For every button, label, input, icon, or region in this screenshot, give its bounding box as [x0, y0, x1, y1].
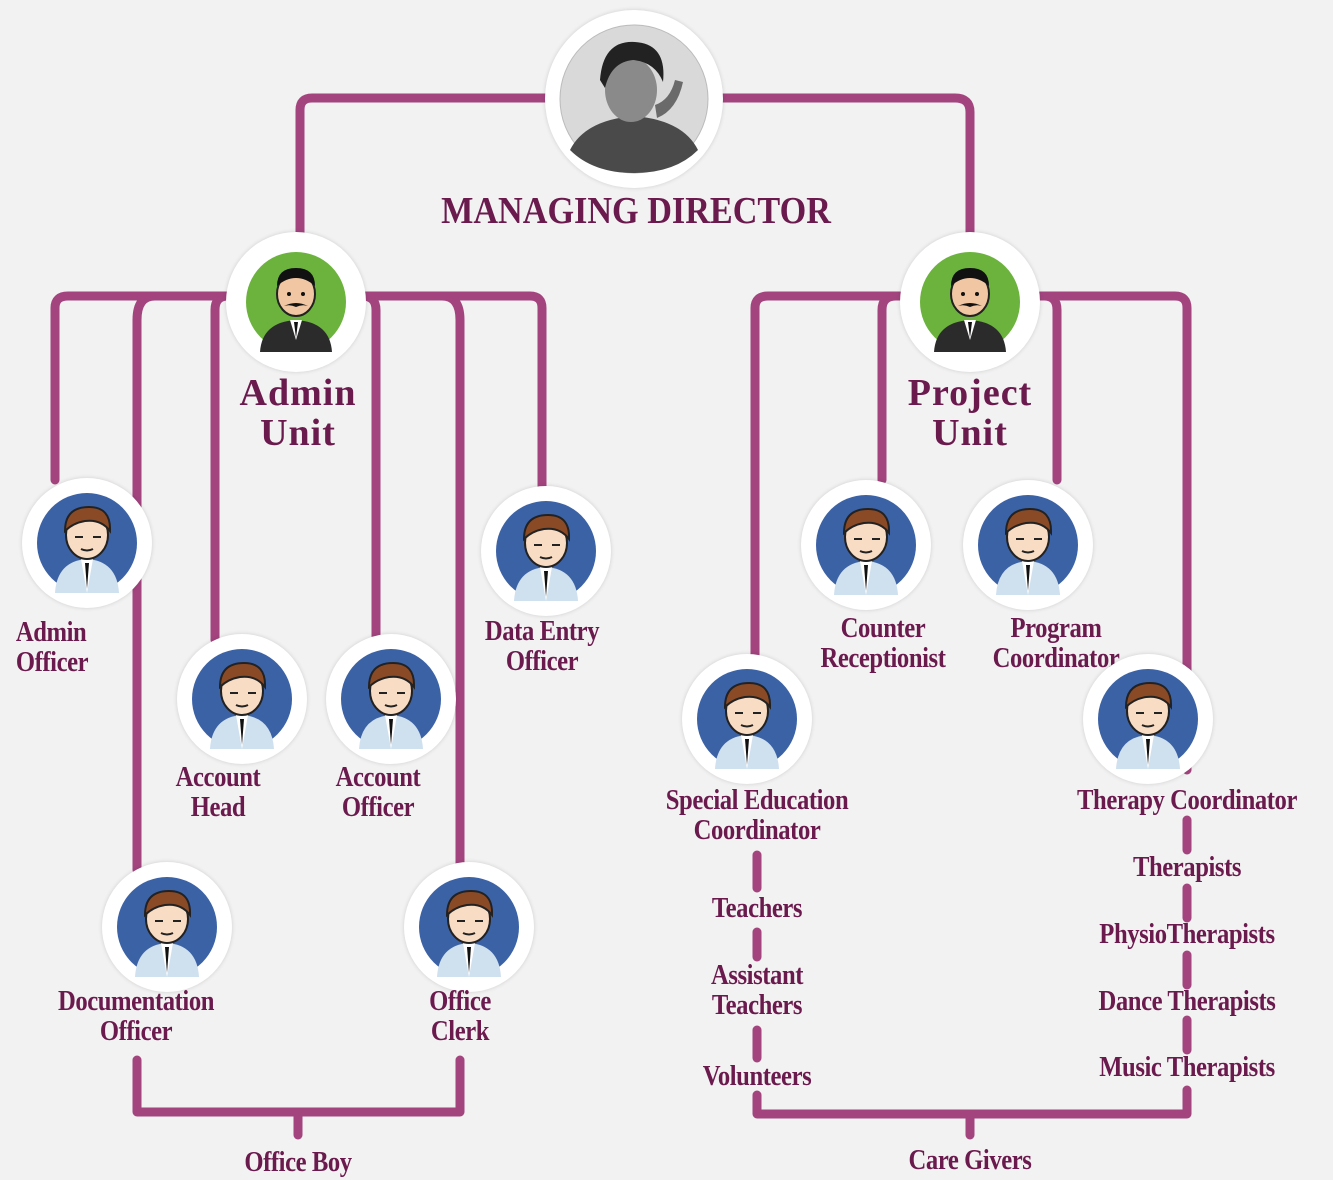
office-clerk-avatar [404, 862, 534, 992]
documentation-line [132, 291, 231, 875]
staff-icon [696, 668, 798, 770]
counter-line [877, 291, 901, 485]
account-head-line [210, 291, 233, 645]
staff-icon [191, 648, 293, 750]
special-ed-avatar [682, 654, 812, 784]
counter-receptionist-avatar [801, 480, 931, 610]
director-avatar [545, 10, 723, 188]
manager-icon [919, 251, 1021, 353]
program-line [1039, 291, 1062, 485]
office-boy-bracket [132, 1055, 465, 1117]
project-unit-avatar [900, 232, 1040, 372]
admin-unit-avatar [226, 232, 366, 372]
office-boy-label: Office Boy [244, 1146, 352, 1178]
therapy-line [1035, 291, 1192, 775]
staff-icon [815, 494, 917, 596]
admin-officer-avatar [22, 478, 152, 608]
staff-icon [418, 876, 520, 978]
therapists-label: Therapists [1132, 851, 1242, 883]
staff-icon [1097, 668, 1199, 770]
staff-icon [340, 648, 442, 750]
data-entry-line [361, 291, 547, 495]
therapy-coordinator-label: Therapy Coordinator [1077, 784, 1297, 816]
office-clerk-line [361, 291, 465, 875]
admin-officer-line [50, 291, 231, 485]
manager-icon [245, 251, 347, 353]
documentation-avatar [102, 862, 232, 992]
staff-icon [495, 500, 597, 602]
dance-therapists-label: Dance Therapists [1098, 985, 1276, 1017]
data-entry-avatar [481, 486, 611, 616]
director-admin-line [295, 93, 565, 245]
program-coordinator-avatar [963, 480, 1093, 610]
staff-icon [116, 876, 218, 978]
account-head-avatar [177, 634, 307, 764]
director-photo-icon [559, 24, 709, 174]
special-ed-line [750, 291, 905, 675]
volunteers-label: Volunteers [702, 1060, 812, 1092]
staff-icon [36, 492, 138, 594]
teachers-label: Teachers [711, 892, 803, 924]
care-givers-label: Care Givers [908, 1144, 1032, 1176]
physiotherapists-label: PhysioTherapists [1099, 918, 1275, 950]
director-project-line [715, 93, 975, 245]
director-title: MANAGING DIRECTOR [441, 190, 831, 232]
therapy-coordinator-avatar [1083, 654, 1213, 784]
staff-icon [977, 494, 1079, 596]
music-therapists-label: Music Therapists [1099, 1051, 1275, 1083]
account-officer-avatar [326, 634, 456, 764]
